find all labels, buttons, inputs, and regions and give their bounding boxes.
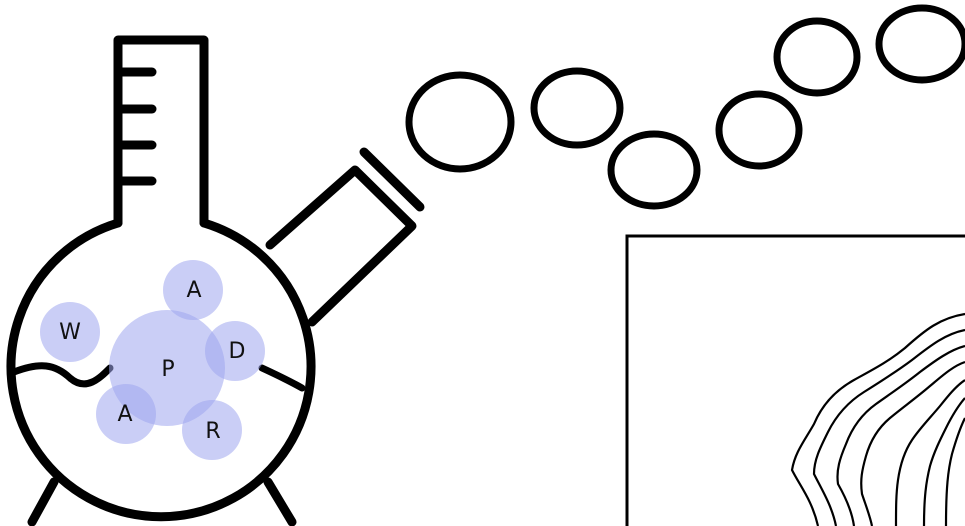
flask-bulb	[6, 218, 316, 522]
bottom-a-blob	[96, 384, 156, 444]
inset-frame	[625, 234, 965, 526]
molecule-label-top-a: A	[186, 278, 201, 303]
bubble-2	[530, 67, 624, 149]
molecule-label-protein: P	[161, 357, 174, 382]
flask-side-arm	[265, 165, 417, 327]
bubble-4	[715, 90, 803, 170]
liquid-surface	[10, 362, 306, 392]
flask-leg-right	[263, 477, 297, 526]
water-blob	[40, 302, 100, 362]
flask	[6, 35, 425, 526]
bubbles	[405, 4, 965, 210]
molecule-label-water: W	[59, 320, 81, 345]
molecule-label-d: D	[229, 339, 246, 364]
r-blob	[182, 400, 242, 460]
inset-panel	[625, 234, 965, 526]
bubble-3	[607, 130, 701, 210]
bubble-1	[405, 71, 515, 173]
molecule-label-bottom-a: A	[117, 402, 132, 427]
molecule-label-r: R	[205, 419, 220, 444]
flask-neck	[113, 35, 209, 228]
molecules: W P A D A R	[40, 260, 265, 460]
d-blob	[205, 321, 265, 381]
contour-map	[790, 312, 965, 526]
graduation-marks	[117, 67, 157, 186]
side-arm-cap	[359, 147, 425, 212]
top-a-blob	[163, 260, 223, 320]
flask-leg-left	[27, 477, 59, 526]
bubble-6	[875, 4, 965, 84]
bubble-5	[773, 17, 861, 97]
